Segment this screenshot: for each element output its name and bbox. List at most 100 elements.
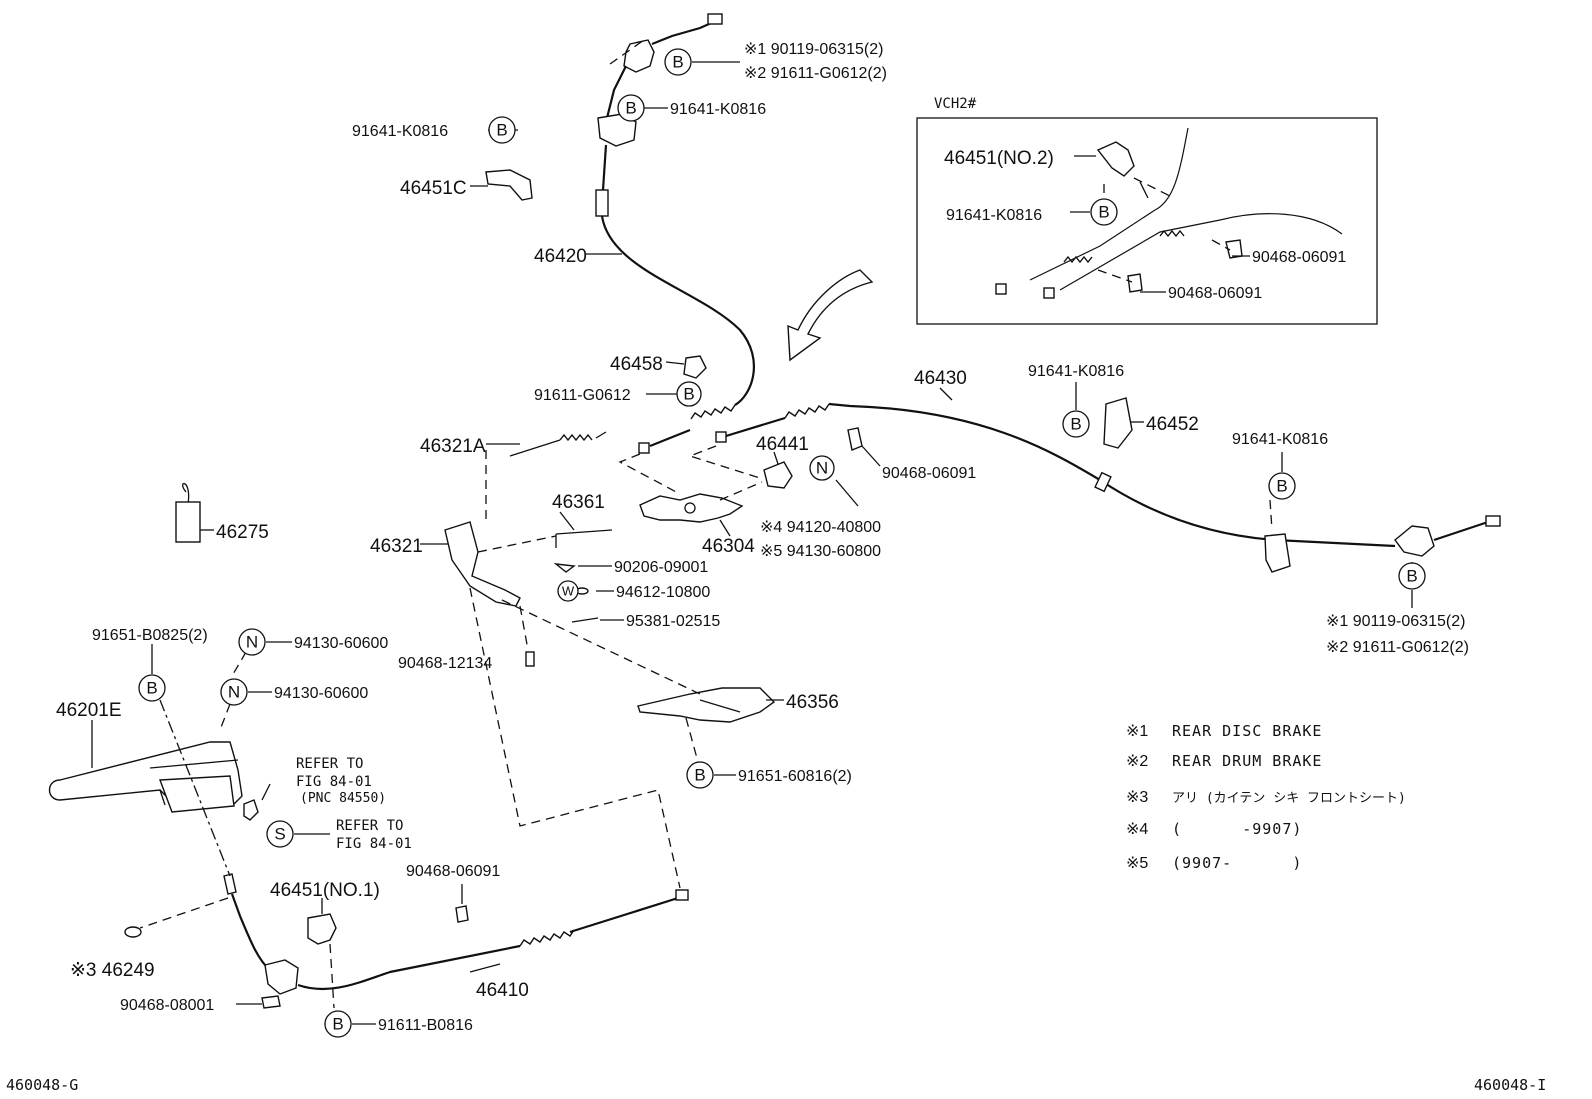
label-l18: 90468-12134 bbox=[398, 655, 492, 672]
label-l31: 46430 bbox=[914, 368, 967, 389]
note-mark-4: ※4 bbox=[1126, 821, 1148, 838]
label-l28: 90468-08001 bbox=[120, 997, 214, 1014]
svg-text:B: B bbox=[1276, 477, 1287, 496]
note-mark-3: ※3 bbox=[1126, 789, 1148, 806]
svg-text:B: B bbox=[1406, 567, 1417, 586]
marker-circles: B B B B N W B N N S B B B B B B bbox=[138, 48, 1426, 1038]
label-l17: 95381-02515 bbox=[626, 613, 720, 630]
label-l9: 46321A bbox=[420, 436, 486, 457]
svg-text:N: N bbox=[228, 683, 240, 702]
label-l33: ※4 94120-40800 bbox=[760, 519, 881, 536]
label-l1: ※1 90119-06315(2) bbox=[744, 41, 883, 58]
diagram-code-right: 460048-I bbox=[1474, 1076, 1546, 1094]
note-text-2: REAR DRUM BRAKE bbox=[1172, 752, 1322, 770]
note-mark-2: ※2 bbox=[1126, 753, 1148, 770]
svg-text:B: B bbox=[672, 53, 683, 72]
marker-b: B bbox=[1062, 410, 1090, 438]
label-l26: 46451(NO.1) bbox=[270, 880, 380, 901]
marker-b: B bbox=[676, 381, 702, 407]
marker-b: B bbox=[324, 1010, 352, 1038]
svg-text:REFER TO: REFER TO bbox=[296, 756, 363, 772]
svg-text:(PNC 84550): (PNC 84550) bbox=[300, 791, 386, 806]
label-l30: 91611-B0816 bbox=[378, 1017, 473, 1034]
label-l19: 91651-B0825(2) bbox=[92, 627, 208, 644]
svg-text:B: B bbox=[332, 1015, 343, 1034]
marker-b: B bbox=[1398, 562, 1426, 590]
note-mark-1: ※1 bbox=[1126, 723, 1148, 740]
label-l35: 91641-K0816 bbox=[1028, 363, 1124, 380]
label-l39: ※2 91611-G0612(2) bbox=[1326, 639, 1469, 656]
marker-b: B bbox=[138, 674, 166, 702]
note-text-4: ( -9907) bbox=[1172, 820, 1302, 838]
svg-text:REFER TO: REFER TO bbox=[336, 818, 403, 834]
label-l32: 90468-06091 bbox=[882, 465, 976, 482]
marker-b: B bbox=[488, 116, 516, 144]
label-l38: ※1 90119-06315(2) bbox=[1326, 613, 1465, 630]
label-l42: 91641-K0816 bbox=[946, 207, 1042, 224]
label-l29: 46410 bbox=[476, 980, 529, 1001]
bracket-46321 bbox=[444, 521, 521, 607]
label-l44: 90468-06091 bbox=[1168, 285, 1262, 302]
label-l25: 90468-06091 bbox=[406, 863, 500, 880]
label-l5: 46451C bbox=[400, 178, 467, 199]
marker-b: B bbox=[664, 48, 692, 76]
svg-text:FIG 84-01: FIG 84-01 bbox=[296, 774, 372, 790]
label-l11: 46361 bbox=[552, 492, 605, 513]
label-l4: 91641-K0816 bbox=[352, 123, 448, 140]
label-l22: 46201E bbox=[56, 700, 122, 721]
label-l3: 91641-K0816 bbox=[670, 101, 766, 118]
footnote-legend: ※1 REAR DISC BRAKE ※2 REAR DRUM BRAKE ※3… bbox=[1126, 722, 1406, 872]
label-l12: 46304 bbox=[702, 536, 755, 557]
assembly-lines bbox=[139, 39, 1413, 1009]
label-l41: 46451(NO.2) bbox=[944, 148, 1054, 169]
svg-text:N: N bbox=[246, 633, 258, 652]
marker-n: N bbox=[220, 678, 248, 706]
marker-b: B bbox=[686, 761, 714, 789]
label-l24: 91651-60816(2) bbox=[738, 768, 852, 785]
cable-46410 bbox=[223, 873, 689, 995]
svg-text:B: B bbox=[683, 385, 694, 404]
label-l21: 94130-60600 bbox=[274, 685, 368, 702]
equalizer-46304 bbox=[639, 493, 744, 523]
small-parts bbox=[124, 169, 1133, 1009]
svg-text:B: B bbox=[1098, 203, 1109, 222]
inset-vch2 bbox=[916, 117, 1378, 325]
label-l27: ※3 46249 bbox=[70, 960, 155, 981]
label-l7: 46458 bbox=[610, 354, 663, 375]
note-text-1: REAR DISC BRAKE bbox=[1172, 722, 1322, 740]
label-l8: 91611-G0612 bbox=[534, 387, 631, 404]
svg-text:S: S bbox=[274, 825, 285, 844]
note-text-5: (9907- ) bbox=[1172, 854, 1302, 872]
label-l14: 46275 bbox=[216, 522, 269, 543]
cable-46430 bbox=[715, 402, 1501, 573]
marker-s: S bbox=[266, 820, 294, 848]
note-text-3: アリ (カイテン シキ フロントシート) bbox=[1172, 791, 1406, 806]
part-labels: ※1 90119-06315(2) ※2 91611-G0612(2) 9164… bbox=[56, 41, 1469, 1034]
label-l13: 46321 bbox=[370, 536, 423, 557]
refer-notes: REFER TO FIG 84-01 (PNC 84550) REFER TO … bbox=[296, 756, 412, 852]
svg-text:B: B bbox=[496, 121, 507, 140]
label-l36: 46452 bbox=[1146, 414, 1199, 435]
note-mark-5: ※5 bbox=[1126, 855, 1148, 872]
cable-46420 bbox=[595, 13, 756, 454]
lever-46201e bbox=[48, 741, 243, 813]
marker-w: W bbox=[557, 580, 579, 602]
marker-n: N bbox=[809, 455, 835, 481]
label-l6: 46420 bbox=[534, 246, 587, 267]
label-l15: 90206-09001 bbox=[614, 559, 708, 576]
diagram-code-left: 460048-G bbox=[6, 1076, 78, 1094]
label-l10: 46441 bbox=[756, 434, 809, 455]
svg-text:B: B bbox=[1070, 415, 1081, 434]
label-l40: VCH2# bbox=[934, 96, 977, 112]
protector-46356 bbox=[637, 687, 776, 723]
svg-text:B: B bbox=[625, 99, 636, 118]
svg-text:W: W bbox=[562, 584, 575, 599]
marker-n: N bbox=[238, 628, 266, 656]
svg-text:N: N bbox=[816, 459, 828, 478]
label-l43: 90468-06091 bbox=[1252, 249, 1346, 266]
direction-arrow bbox=[787, 269, 874, 362]
leader-lines bbox=[91, 61, 1413, 1025]
svg-text:FIG 84-01: FIG 84-01 bbox=[336, 836, 412, 852]
marker-b: B bbox=[617, 94, 645, 122]
